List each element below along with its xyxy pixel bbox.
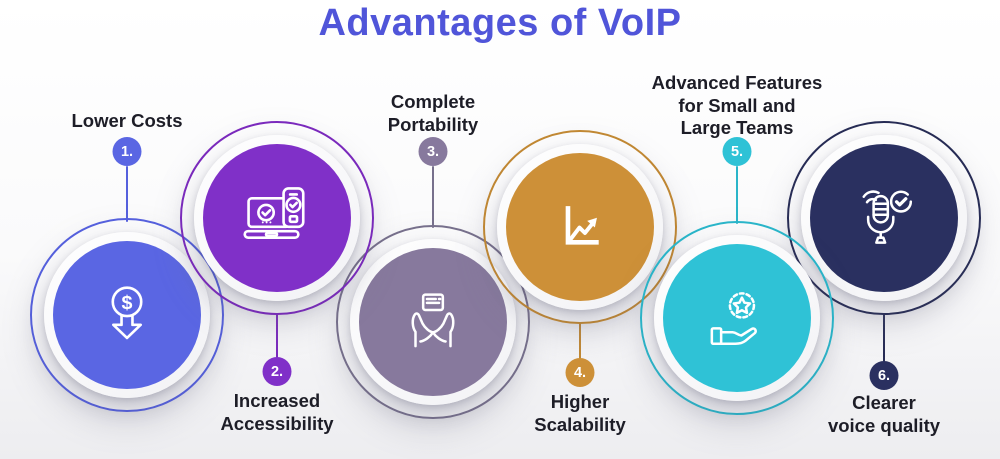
- item-number-badge: 3.: [418, 137, 448, 166]
- item-label: Clearer voice quality: [827, 392, 941, 436]
- circle-disc: [506, 153, 654, 301]
- connector-line: [431, 166, 435, 228]
- hand-gear-star-icon: [710, 292, 757, 345]
- circle-disc: [810, 144, 958, 292]
- hands-holding-card-icon: [411, 293, 455, 348]
- circle-disc: [359, 248, 507, 396]
- item-number-badge: 4.: [565, 358, 595, 387]
- svg-text:$: $: [122, 292, 133, 314]
- item-number-badge: 2.: [262, 357, 292, 386]
- circle-disc: [203, 144, 351, 292]
- item-number-badge: 5.: [722, 137, 752, 166]
- outer-ring: [180, 121, 374, 315]
- item-label: Advanced Features for Small and Large Te…: [651, 72, 823, 138]
- circle-disc: $: [53, 241, 201, 389]
- item-label: Lower Costs: [71, 110, 183, 131]
- item-number-badge: 1.: [112, 137, 142, 166]
- laptop-phone-check-icon: [243, 187, 305, 239]
- item-number-badge: 6.: [869, 361, 899, 390]
- item-label: Higher Scalability: [534, 391, 626, 435]
- circle-disc: [663, 244, 811, 392]
- item-label: Complete Portability: [387, 91, 479, 135]
- outer-ring: [336, 225, 530, 419]
- connector-line: [578, 322, 582, 359]
- connector-line: [882, 313, 886, 362]
- connector-line: [735, 166, 739, 224]
- outer-ring: [787, 121, 981, 315]
- lower-costs-dollar-down-arrow-icon: $: [111, 286, 143, 340]
- page-title: Advantages of VoIP: [318, 2, 682, 44]
- item-label: Increased Accessibility: [220, 390, 334, 434]
- outer-ring: [483, 130, 677, 324]
- connector-line: [275, 313, 279, 358]
- outer-ring: [30, 218, 224, 412]
- microphone-check-icon: [862, 190, 913, 244]
- outer-ring: [640, 221, 834, 415]
- growth-chart-arrow-icon: [565, 206, 599, 245]
- connector-line: [125, 166, 129, 222]
